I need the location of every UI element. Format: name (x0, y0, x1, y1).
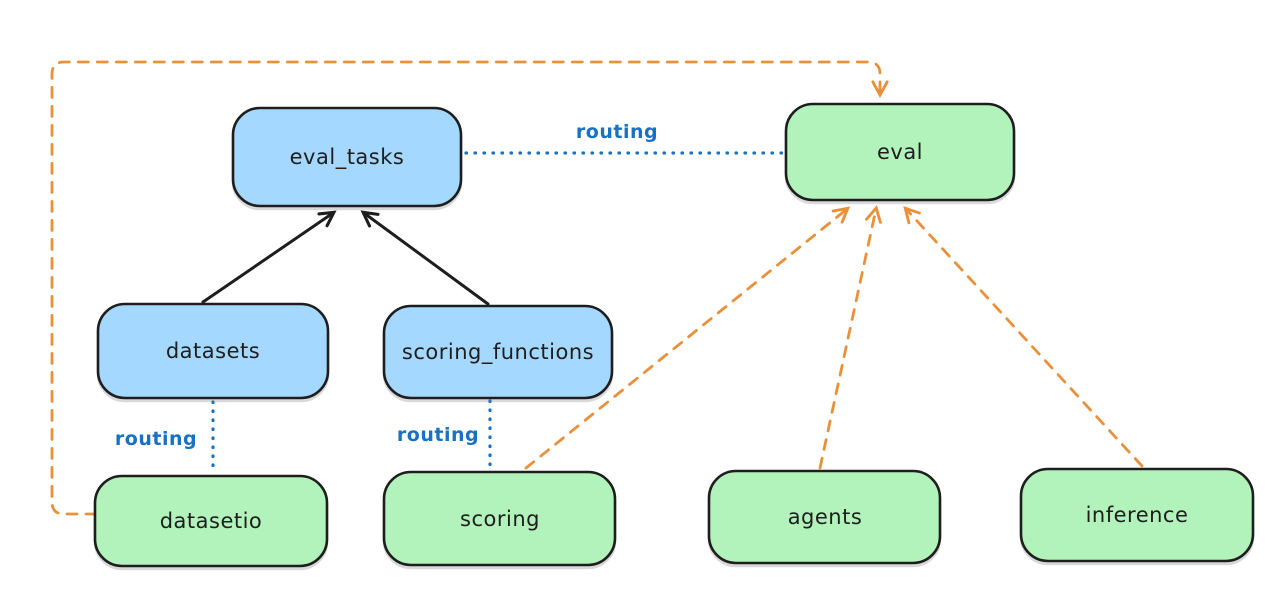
node-scoring-functions: scoring_functions (382, 304, 614, 400)
node-datasets: datasets (96, 302, 330, 400)
node-scoring-functions-label: scoring_functions (402, 340, 594, 365)
node-eval-label: eval (877, 140, 923, 164)
node-scoring-label: scoring (460, 507, 540, 531)
node-datasets-label: datasets (166, 339, 260, 363)
node-datasetio: datasetio (93, 474, 329, 568)
edge-datasets-to-eval-tasks (201, 210, 337, 304)
edge-inference-to-eval (903, 205, 1144, 468)
node-datasetio-label: datasetio (160, 509, 263, 533)
edge-scoring-to-eval (524, 206, 851, 470)
node-inference: inference (1019, 467, 1255, 563)
routing-label-mid: routing (397, 424, 479, 446)
node-eval: eval (784, 102, 1016, 202)
edge-agents-to-eval (818, 204, 882, 470)
routing-label-top: routing (576, 121, 658, 143)
node-agents: agents (707, 469, 942, 565)
node-scoring: scoring (382, 470, 617, 567)
edge-datasetio-to-eval (50, 60, 889, 516)
edge-scoring-functions-to-eval-tasks (360, 210, 490, 306)
node-inference-label: inference (1086, 503, 1189, 527)
node-agents-label: agents (788, 505, 863, 529)
node-eval-tasks-label: eval_tasks (290, 145, 405, 170)
node-eval-tasks: eval_tasks (231, 106, 463, 208)
routing-label-left: routing (115, 428, 197, 450)
